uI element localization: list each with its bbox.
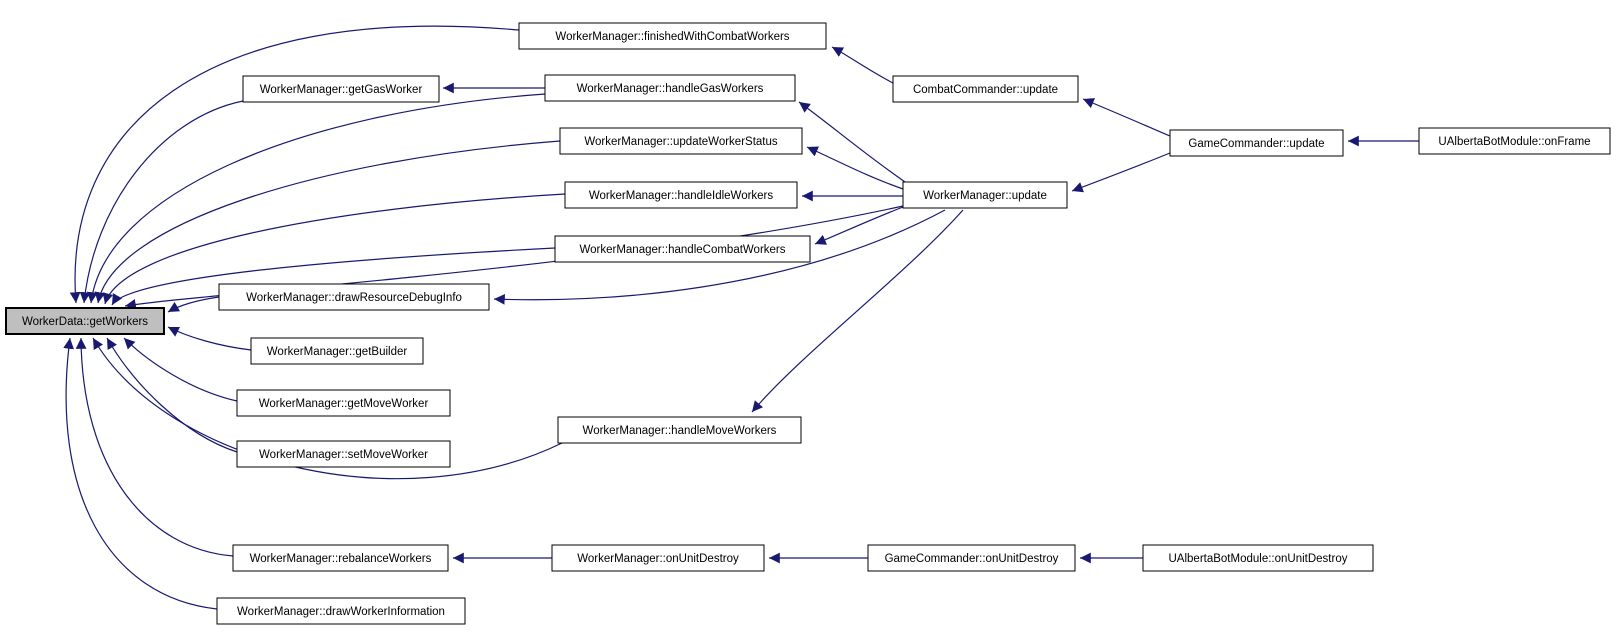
call-edge-workerManagerUpdate-to-handleCombatWorkers xyxy=(814,206,904,245)
node-box-getGasWorker[interactable] xyxy=(242,75,440,103)
call-edge-combatCommanderUpdate-to-finishedWithCombatWorkers xyxy=(831,46,894,84)
graph-node-setMoveWorker[interactable]: WorkerManager::setMoveWorker xyxy=(236,440,451,468)
graph-node-handleCombatWorkers[interactable]: WorkerManager::handleCombatWorkers xyxy=(554,235,811,263)
node-box-setMoveWorker[interactable] xyxy=(236,440,451,468)
node-label-combatCommanderUpdate: CombatCommander::update xyxy=(913,84,1058,96)
node-label-getBuilder: WorkerManager::getBuilder xyxy=(267,346,408,358)
graph-node-handleIdleWorkers[interactable]: WorkerManager::handleIdleWorkers xyxy=(564,181,798,209)
graph-node-drawResourceDebugInfo[interactable]: WorkerManager::drawResourceDebugInfo xyxy=(218,283,490,311)
graph-node-gcOnUnitDestroy[interactable]: GameCommander::onUnitDestroy xyxy=(867,544,1076,572)
node-box-handleGasWorkers[interactable] xyxy=(544,74,796,102)
graph-node-finishedWithCombatWorkers[interactable]: WorkerManager::finishedWithCombatWorkers xyxy=(518,22,827,50)
graph-node-getGasWorker[interactable]: WorkerManager::getGasWorker xyxy=(242,75,440,103)
call-edge-getMoveWorker-to-getWorkers xyxy=(123,337,238,402)
call-edge-handleCombatWorkers-to-getWorkers xyxy=(111,247,556,306)
graph-node-getMoveWorker[interactable]: WorkerManager::getMoveWorker xyxy=(236,389,451,417)
node-label-drawResourceDebugInfo: WorkerManager::drawResourceDebugInfo xyxy=(246,292,462,304)
node-label-gcOnUnitDestroy: GameCommander::onUnitDestroy xyxy=(885,553,1059,565)
call-edge-workerManagerUpdate-to-handleGasWorkers xyxy=(798,101,906,183)
node-box-updateWorkerStatus[interactable] xyxy=(559,127,803,155)
edges-layer xyxy=(63,25,1419,610)
call-edge-gameCommanderUpdate-to-workerManagerUpdate xyxy=(1071,152,1171,193)
node-label-setMoveWorker: WorkerManager::setMoveWorker xyxy=(259,449,428,461)
node-box-getMoveWorker[interactable] xyxy=(236,389,451,417)
node-box-gcOnUnitDestroy[interactable] xyxy=(867,544,1076,572)
node-box-drawResourceDebugInfo[interactable] xyxy=(218,283,490,311)
node-box-onFrame[interactable] xyxy=(1418,127,1611,155)
node-box-rebalanceWorkers[interactable] xyxy=(232,544,449,572)
node-label-handleCombatWorkers: WorkerManager::handleCombatWorkers xyxy=(579,244,785,256)
graph-node-ubOnUnitDestroy[interactable]: UAlbertaBotModule::onUnitDestroy xyxy=(1142,544,1374,572)
call-edge-setMoveWorker-to-getWorkers xyxy=(106,337,238,453)
call-edge-drawResourceDebugInfo-to-getWorkers xyxy=(167,296,220,313)
node-label-drawWorkerInformation: WorkerManager::drawWorkerInformation xyxy=(237,606,445,618)
node-box-handleIdleWorkers[interactable] xyxy=(564,181,798,209)
node-label-getGasWorker: WorkerManager::getGasWorker xyxy=(260,84,423,96)
node-box-ubOnUnitDestroy[interactable] xyxy=(1142,544,1374,572)
graph-node-rebalanceWorkers[interactable]: WorkerManager::rebalanceWorkers xyxy=(232,544,449,572)
graph-node-drawWorkerInformation[interactable]: WorkerManager::drawWorkerInformation xyxy=(216,597,466,625)
node-label-handleIdleWorkers: WorkerManager::handleIdleWorkers xyxy=(589,190,774,202)
call-edge-finishedWithCombatWorkers-to-getWorkers xyxy=(69,25,520,304)
graph-node-getBuilder[interactable]: WorkerManager::getBuilder xyxy=(250,337,424,365)
node-label-rebalanceWorkers: WorkerManager::rebalanceWorkers xyxy=(250,553,432,565)
node-box-handleMoveWorkers[interactable] xyxy=(557,416,802,444)
node-label-updateWorkerStatus: WorkerManager::updateWorkerStatus xyxy=(584,136,777,148)
graph-node-wmOnUnitDestroy[interactable]: WorkerManager::onUnitDestroy xyxy=(551,544,765,572)
call-edge-workerManagerUpdate-to-getWorkers xyxy=(124,205,904,310)
graph-node-handleGasWorkers[interactable]: WorkerManager::handleGasWorkers xyxy=(544,74,796,102)
node-box-workerManagerUpdate[interactable] xyxy=(902,181,1068,209)
node-box-getWorkers[interactable] xyxy=(5,307,165,335)
call-edge-rebalanceWorkers-to-getWorkers xyxy=(75,337,234,557)
node-box-wmOnUnitDestroy[interactable] xyxy=(551,544,765,572)
node-label-getWorkers: WorkerData::getWorkers xyxy=(22,316,148,328)
node-label-ubOnUnitDestroy: UAlbertaBotModule::onUnitDestroy xyxy=(1169,553,1348,565)
call-edge-handleGasWorkers-to-getWorkers xyxy=(86,93,546,304)
call-edge-getBuilder-to-getWorkers xyxy=(167,326,252,351)
graph-node-handleMoveWorkers[interactable]: WorkerManager::handleMoveWorkers xyxy=(557,416,802,444)
call-edge-getGasWorker-to-getWorkers xyxy=(79,100,244,304)
nodes-layer: WorkerData::getWorkers WorkerManager::fin… xyxy=(5,22,1611,625)
graph-node-combatCommanderUpdate[interactable]: CombatCommander::update xyxy=(892,75,1079,103)
node-box-finishedWithCombatWorkers[interactable] xyxy=(518,22,827,50)
graph-node-workerManagerUpdate[interactable]: WorkerManager::update xyxy=(902,181,1068,209)
graph-node-gameCommanderUpdate[interactable]: GameCommander::update xyxy=(1169,129,1344,157)
node-box-handleCombatWorkers[interactable] xyxy=(554,235,811,263)
call-edge-workerManagerUpdate-to-drawResourceDebugInfo xyxy=(493,209,946,305)
node-label-getMoveWorker: WorkerManager::getMoveWorker xyxy=(259,398,429,410)
node-box-drawWorkerInformation[interactable] xyxy=(216,597,466,625)
node-label-workerManagerUpdate: WorkerManager::update xyxy=(923,190,1047,202)
node-box-combatCommanderUpdate[interactable] xyxy=(892,75,1079,103)
graph-node-updateWorkerStatus[interactable]: WorkerManager::updateWorkerStatus xyxy=(559,127,803,155)
node-box-getBuilder[interactable] xyxy=(250,337,424,365)
graph-node-onFrame[interactable]: UAlbertaBotModule::onFrame xyxy=(1418,127,1611,155)
node-box-gameCommanderUpdate[interactable] xyxy=(1169,129,1344,157)
call-edge-drawWorkerInformation-to-getWorkers xyxy=(63,337,218,610)
node-label-handleMoveWorkers: WorkerManager::handleMoveWorkers xyxy=(583,425,777,437)
call-edge-handleIdleWorkers-to-getWorkers xyxy=(102,193,566,305)
node-label-gameCommanderUpdate: GameCommander::update xyxy=(1188,138,1324,150)
call-edge-workerManagerUpdate-to-updateWorkerStatus xyxy=(806,146,904,190)
node-label-wmOnUnitDestroy: WorkerManager::onUnitDestroy xyxy=(577,553,739,565)
node-label-onFrame: UAlbertaBotModule::onFrame xyxy=(1438,136,1590,148)
node-label-finishedWithCombatWorkers: WorkerManager::finishedWithCombatWorkers xyxy=(555,31,789,43)
graph-node-getWorkers[interactable]: WorkerData::getWorkers xyxy=(5,307,165,335)
call-edge-updateWorkerStatus-to-getWorkers xyxy=(94,140,561,304)
node-label-handleGasWorkers: WorkerManager::handleGasWorkers xyxy=(577,83,764,95)
call-edge-workerManagerUpdate-to-handleMoveWorkers xyxy=(751,209,964,413)
call-edge-gameCommanderUpdate-to-combatCommanderUpdate xyxy=(1082,98,1171,137)
